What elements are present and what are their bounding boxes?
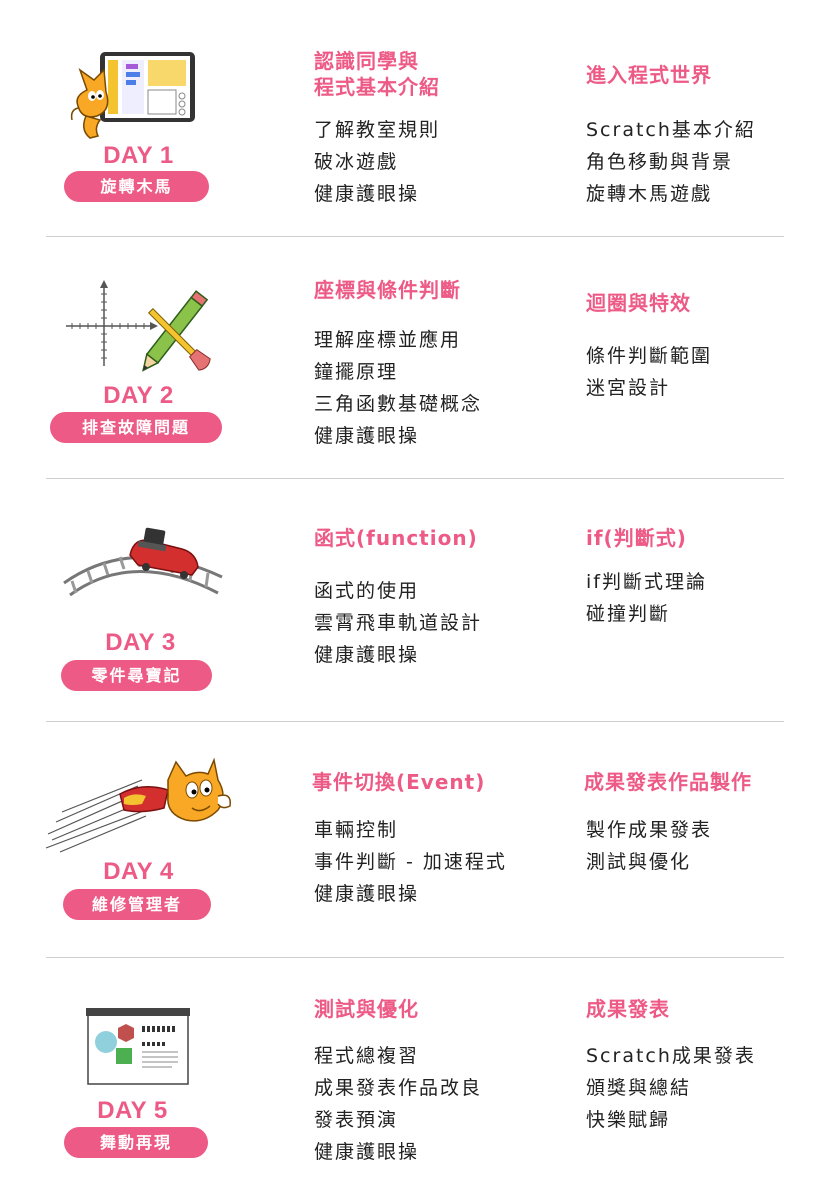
theme-badge: 舞動再現 [64,1127,208,1158]
theme-badge: 排查故障問題 [50,412,222,443]
day-label: DAY 5 [97,1097,168,1124]
theme-badge: 零件尋寶記 [61,660,212,691]
day-label: DAY 3 [105,629,176,656]
column-1-list: 了解教室規則 破冰遊戲 健康護眼操 [314,114,440,210]
list-item: 健康護眼操 [314,883,420,905]
list-item: 快樂賦歸 [586,1109,671,1131]
list-item: 函式的使用 [314,580,420,602]
section-divider [46,721,784,722]
list-item: 成果發表作品改良 [314,1077,483,1099]
column-2-title: 成果發表作品製作 [584,770,752,794]
column-2-title: 迴圈與特效 [586,291,691,315]
column-2-list: Scratch成果發表 頒獎與總結 快樂賦歸 [586,1040,756,1136]
column-1-title: 函式(function) [314,526,478,550]
theme-badge: 維修管理者 [63,889,211,920]
list-item: 健康護眼操 [314,1141,420,1163]
column-2-list: if判斷式理論 碰撞判斷 [586,566,707,630]
list-item: 測試與優化 [586,851,692,873]
list-item: 事件判斷 - 加速程式 [314,851,507,873]
column-1-title: 測試與優化 [314,997,419,1021]
column-1-title: 座標與條件判斷 [314,278,461,302]
theme-badge: 旋轉木馬 [64,171,209,202]
list-item: 了解教室規則 [314,119,441,141]
column-2-title: 成果發表 [586,997,670,1021]
list-item: 三角函數基礎概念 [314,393,483,415]
list-item: 健康護眼操 [314,644,420,666]
column-2-title: if(判斷式) [586,526,687,550]
list-item: 鐘擺原理 [314,361,399,383]
section-divider [46,236,784,237]
list-item: 健康護眼操 [314,183,420,205]
list-item: 碰撞判斷 [586,603,671,625]
day-label: DAY 2 [103,382,174,409]
scratch-cat-tablet-icon [70,52,195,139]
day-label: DAY 4 [103,858,174,885]
list-item: Scratch成果發表 [586,1045,756,1067]
section-divider [46,478,784,479]
list-item: 破冰遊戲 [314,151,399,173]
column-1-list: 理解座標並應用 鐘擺原理 三角函數基礎概念 健康護眼操 [314,324,482,452]
day-label: DAY 1 [103,142,174,169]
column-1-list: 車輛控制 事件判斷 - 加速程式 健康護眼操 [314,814,507,910]
flying-cat-icon [45,757,231,853]
list-item: Scratch基本介紹 [586,119,756,141]
list-item: 旋轉木馬遊戲 [586,183,713,205]
coordinate-pencil-icon [66,280,211,372]
program-screen-icon [86,1008,190,1085]
list-item: if判斷式理論 [586,571,707,593]
column-2-list: 製作成果發表 測試與優化 [586,814,712,878]
list-item: 車輛控制 [314,819,399,841]
list-item: 條件判斷範圍 [586,345,713,367]
roller-coaster-icon [63,527,223,597]
list-item: 迷宮設計 [586,377,671,399]
list-item: 頒獎與總結 [586,1077,692,1099]
list-item: 健康護眼操 [314,425,420,447]
list-item: 製作成果發表 [586,819,713,841]
column-1-list: 程式總複習 成果發表作品改良 發表預演 健康護眼操 [314,1040,482,1168]
list-item: 雲霄飛車軌道設計 [314,612,483,634]
list-item: 程式總複習 [314,1045,420,1067]
column-1-title: 事件切換(Event) [312,770,486,794]
column-1-title: 認識同學與 程式基本介紹 [314,49,440,99]
list-item: 發表預演 [314,1109,399,1131]
column-1-list: 函式的使用 雲霄飛車軌道設計 健康護眼操 [314,575,482,671]
list-item: 角色移動與背景 [586,151,734,173]
list-item: 理解座標並應用 [314,329,462,351]
section-divider [46,957,784,958]
column-2-title: 進入程式世界 [586,63,712,87]
column-2-list: 條件判斷範圍 迷宮設計 [586,340,712,404]
column-2-list: Scratch基本介紹 角色移動與背景 旋轉木馬遊戲 [586,114,756,210]
